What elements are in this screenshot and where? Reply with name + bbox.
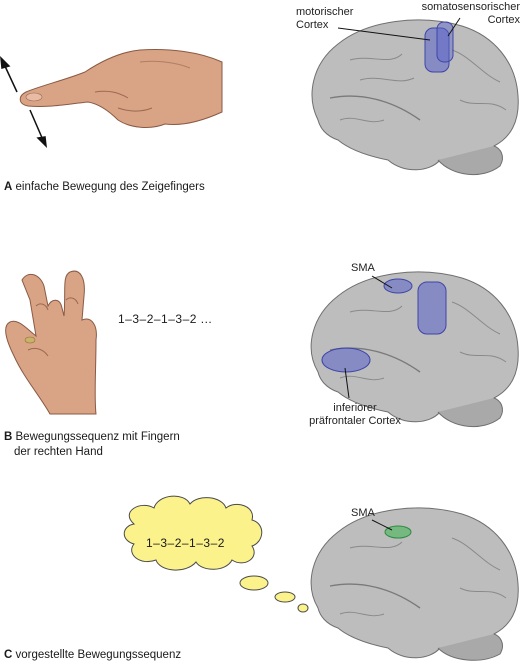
prefrontal-leader-line — [344, 367, 350, 399]
prefrontal-activation-region — [321, 347, 371, 373]
pointing-hand — [19, 49, 223, 128]
movement-arrows — [0, 55, 47, 149]
brain-b — [310, 271, 519, 428]
brain-a — [311, 19, 519, 176]
motor-leader-line — [337, 27, 431, 41]
sma-activation-region — [383, 278, 413, 294]
brain-c — [310, 507, 519, 661]
caption-c-text: vorgestellte Bewegungssequenz — [15, 649, 182, 661]
sma-activation-region — [384, 525, 412, 539]
panel-letter-b: B — [4, 431, 13, 443]
finger-hand — [5, 270, 97, 415]
sma-leader-line-b — [371, 275, 393, 289]
thought-sequence: 1–3–2–1–3–2 — [146, 536, 225, 550]
caption-a-text: einfache Bewegung des Zeigefingers — [15, 181, 205, 193]
caption-b-line1: Bewegungssequenz mit Fingern — [15, 431, 180, 443]
panel-letter-c: C — [4, 649, 13, 661]
sma-label-c: SMA — [351, 507, 375, 519]
sma-leader-line-c — [371, 519, 393, 531]
motor-activation-region — [417, 281, 447, 335]
caption-b-line2: der rechten Hand — [14, 446, 103, 458]
caption-a: A einfache Bewegung des Zeigefingers — [4, 180, 205, 195]
thought-bubble — [123, 495, 309, 613]
caption-b: B Bewegungssequenz mit Fingern der recht… — [4, 430, 180, 460]
somatosensory-activation-region — [436, 21, 454, 63]
panel-letter-a: A — [4, 181, 13, 193]
caption-c: C vorgestellte Bewegungssequenz — [4, 648, 181, 663]
finger-sequence: 1–3–2–1–3–2 ... — [118, 312, 213, 326]
sma-label-b: SMA — [351, 262, 375, 274]
somato-leader-line — [447, 17, 461, 37]
